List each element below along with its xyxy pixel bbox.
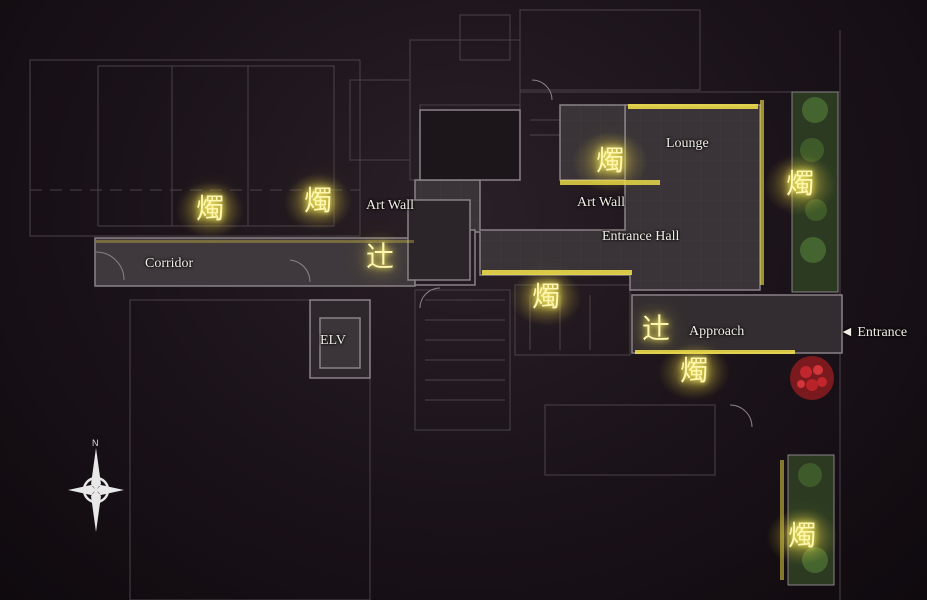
approach-label: Approach — [689, 324, 745, 339]
candle-marker-art-wall: 燭 — [596, 146, 625, 177]
candle-marker-approach: 燭 — [680, 356, 709, 387]
candle-marker-planter-north: 燭 — [786, 169, 815, 200]
lounge-label: Lounge — [666, 136, 709, 151]
crossing-marker-hall: 辻 — [366, 242, 395, 273]
art-wall-label-hall: Art Wall — [577, 195, 625, 210]
building-outline — [29, 9, 841, 600]
corridor-label: Corridor — [145, 256, 194, 271]
candle-marker-corridor-west: 燭 — [196, 194, 225, 225]
entrance-label: ◄ Entrance — [840, 325, 908, 340]
entrance-hall-label: Entrance Hall — [602, 229, 680, 244]
candle-marker-planter-south: 燭 — [788, 521, 817, 552]
compass-rose-icon — [68, 448, 124, 532]
elevator-label: ELV — [320, 333, 346, 348]
candle-marker-stairs: 燭 — [532, 282, 561, 313]
candle-marker-corridor-east: 燭 — [304, 186, 333, 217]
crossing-marker-approach: 辻 — [642, 314, 671, 345]
glow-halos — [176, 132, 838, 565]
compass-north-label: N — [92, 438, 99, 448]
art-wall-label-west: Art Wall — [366, 198, 414, 213]
door-swings — [95, 79, 753, 428]
